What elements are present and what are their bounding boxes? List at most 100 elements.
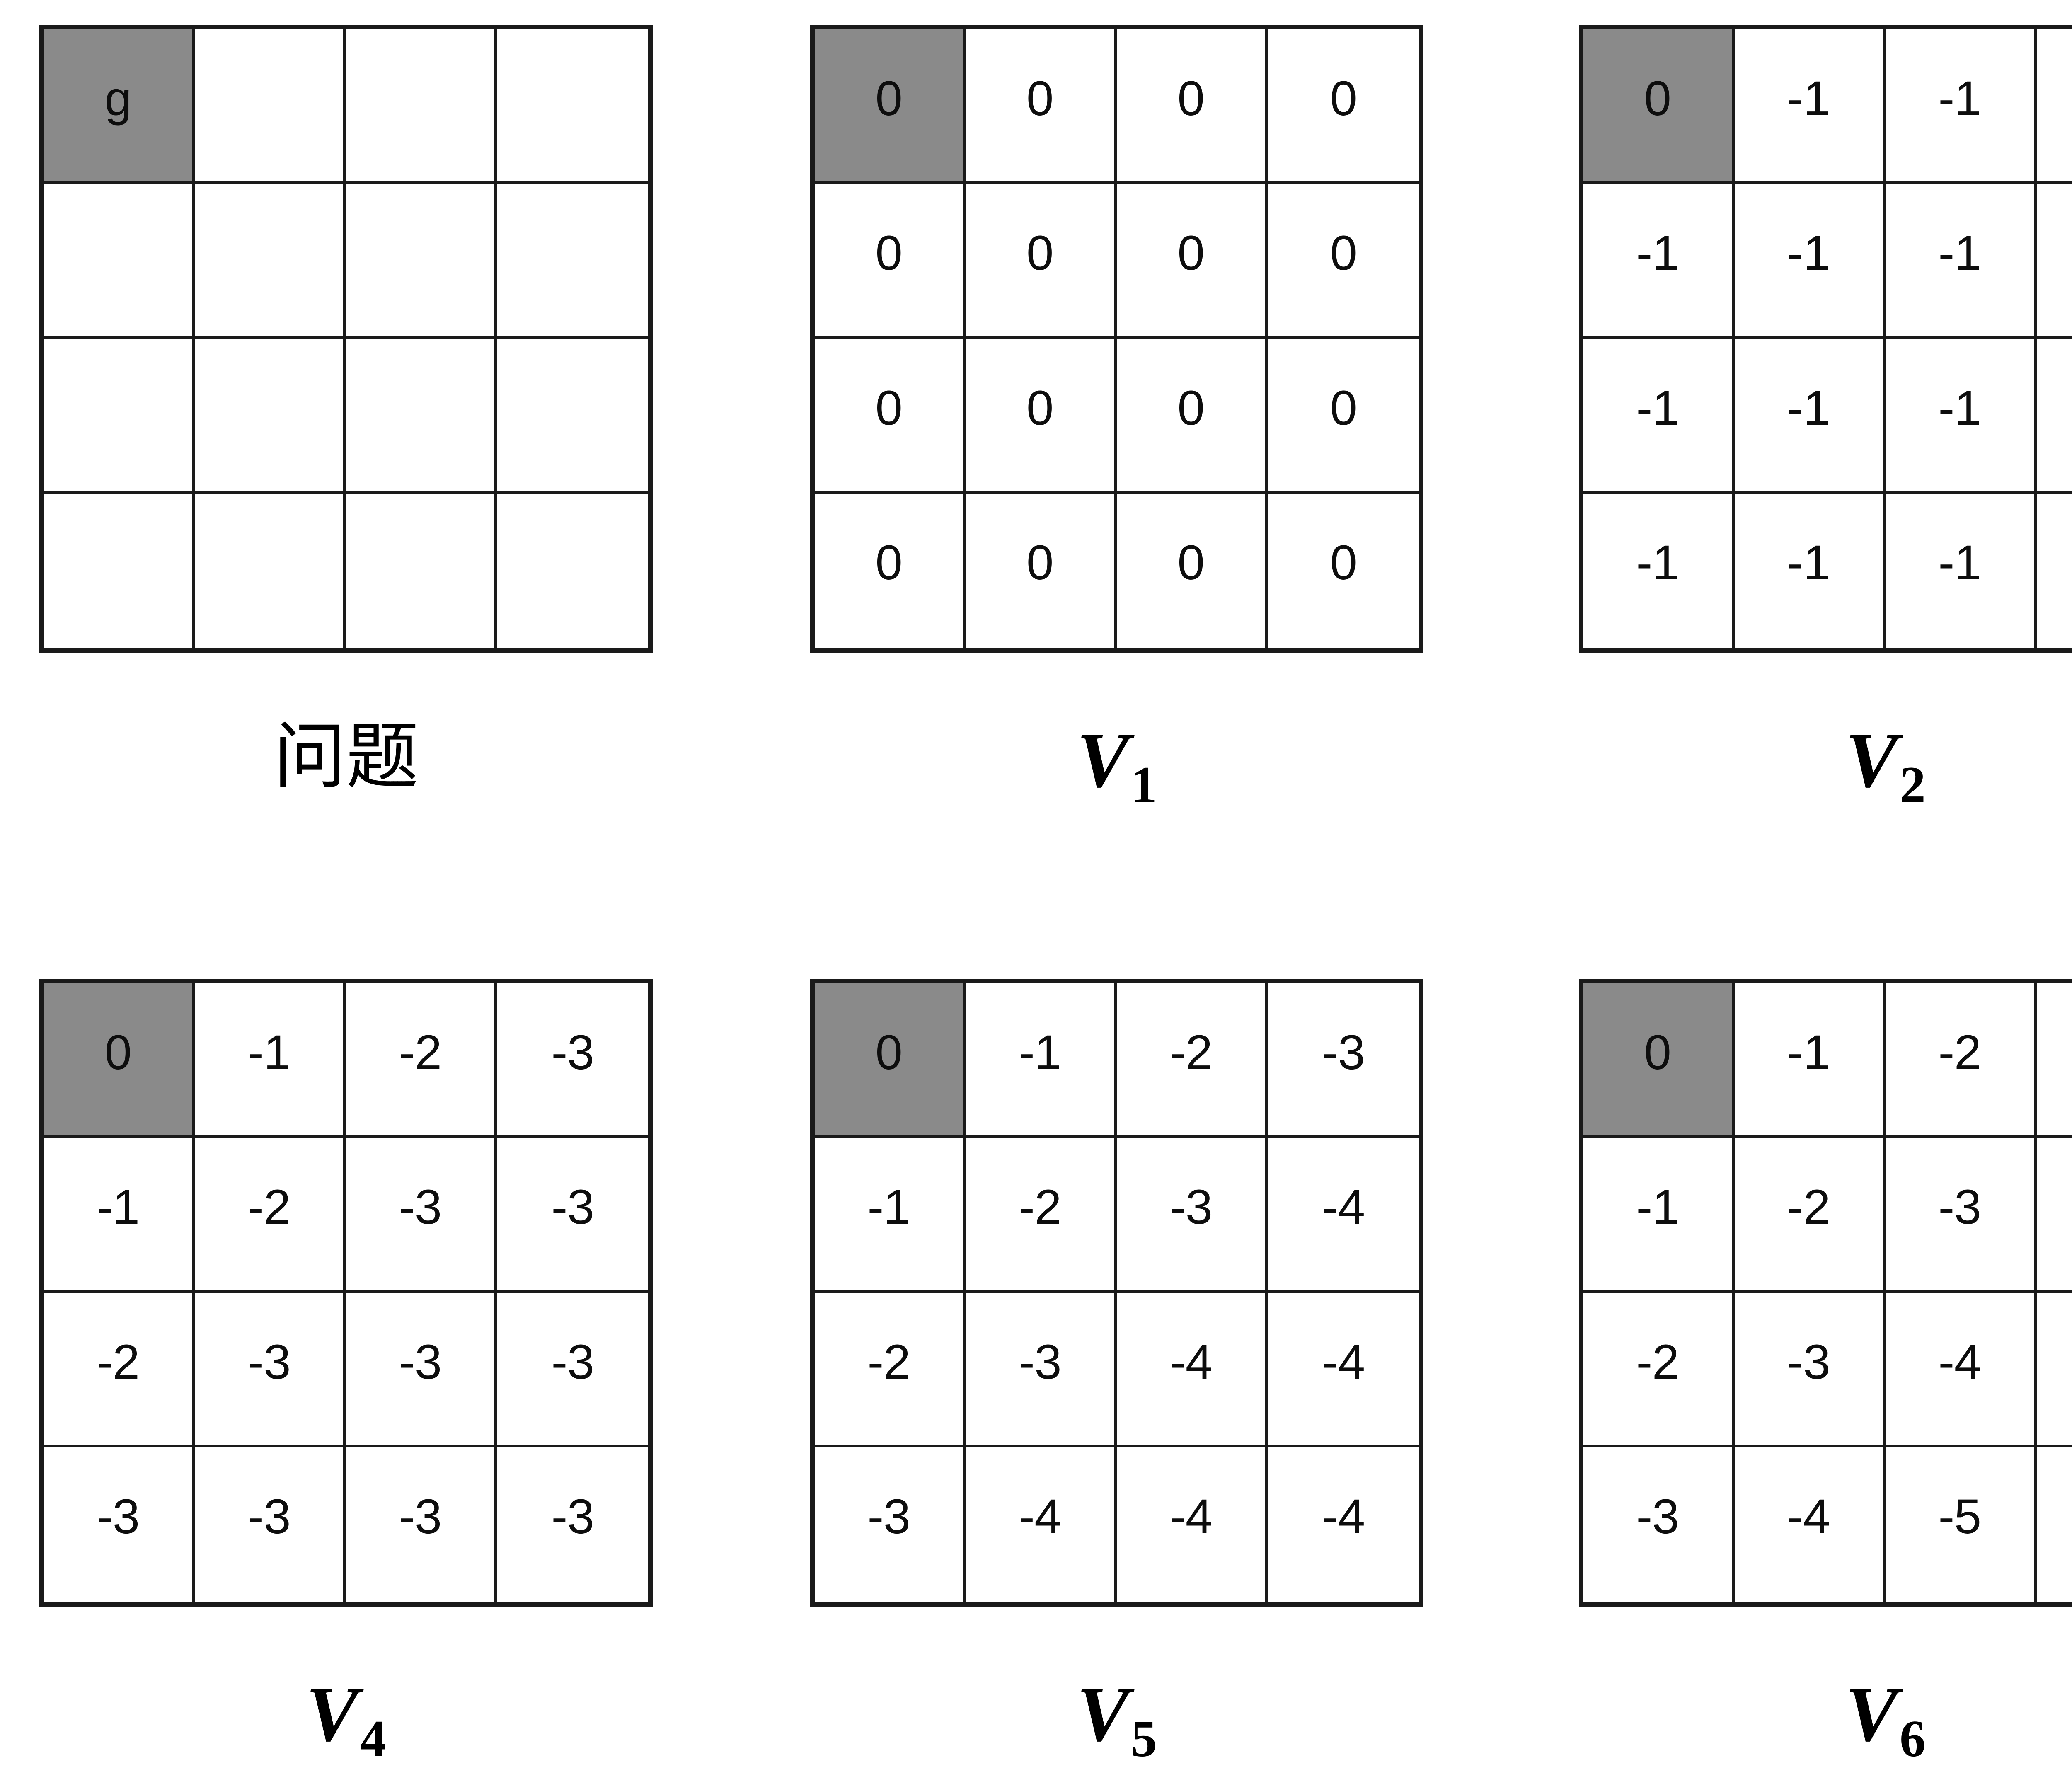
grid-cell: 0 (1268, 29, 1419, 184)
grid-cell: -1 (1886, 184, 2037, 339)
grid-panel-v4: 0-1-2-3-1-2-3-3-2-3-3-3-3-3-3-3 (39, 979, 653, 1607)
grid-cell (346, 493, 497, 648)
grid-cell: -1 (1886, 29, 2037, 184)
grid-cell: -1 (2036, 339, 2072, 494)
grid-cell: 0 (966, 29, 1117, 184)
grid-cell (195, 29, 346, 184)
grid-cell: -1 (195, 983, 346, 1138)
grid-cell: -4 (1268, 1447, 1419, 1602)
grid-cell (497, 184, 648, 339)
grid-cell: -5 (1886, 1447, 2037, 1602)
grid-cell (346, 29, 497, 184)
grid-cell: -1 (1734, 184, 1886, 339)
grid-cell: -4 (2036, 1138, 2072, 1293)
grid-cell: 0 (815, 184, 966, 339)
grid-cell (195, 339, 346, 494)
grid-cell: -1 (1886, 339, 2037, 494)
grid-cell: -1 (44, 1138, 195, 1293)
grid-cell: -3 (346, 1447, 497, 1602)
grid-cell: -2 (195, 1138, 346, 1293)
value-grid-v5: 0-1-2-3-1-2-3-4-2-3-4-4-3-4-4-4 (810, 979, 1423, 1607)
grid-cell: -4 (966, 1447, 1117, 1602)
grid-cell: 0 (1268, 339, 1419, 494)
grid-cell: -1 (2036, 184, 2072, 339)
caption-symbol: V (1845, 1671, 1898, 1758)
grid-cell: -3 (497, 1447, 648, 1602)
grid-cell: -3 (346, 1292, 497, 1447)
grid-cell: -4 (1268, 1292, 1419, 1447)
value-grid-v2: 0-1-1-1-1-1-1-1-1-1-1-1-1-1-1-1 (1579, 25, 2072, 653)
grid-cell: -2 (1886, 983, 2037, 1138)
grid-cell (44, 339, 195, 494)
grid-cell: 0 (966, 184, 1117, 339)
grid-cell: 0 (815, 493, 966, 648)
grid-panel-v2: 0-1-1-1-1-1-1-1-1-1-1-1-1-1-1-1 (1579, 25, 2072, 653)
grid-cell-goal: 0 (815, 983, 966, 1138)
grid-cell: -3 (195, 1447, 346, 1602)
grid-panel-problem: g (39, 25, 653, 653)
grid-panel-v6: 0-1-2-3-1-2-3-4-2-3-4-5-3-4-5-5 (1579, 979, 2072, 1607)
grid-cell: -2 (1734, 1138, 1886, 1293)
value-grid-v4: 0-1-2-3-1-2-3-3-2-3-3-3-3-3-3-3 (39, 979, 653, 1607)
grid-cell: 0 (1117, 184, 1268, 339)
panel-caption-v2: V2 (1579, 721, 2072, 811)
grid-cell (346, 339, 497, 494)
grid-cell: -1 (1583, 1138, 1735, 1293)
grid-cell: -4 (1268, 1138, 1419, 1293)
grid-cell: -2 (346, 983, 497, 1138)
grid-cell (497, 493, 648, 648)
grid-cell: -1 (1583, 339, 1735, 494)
caption-symbol: V (306, 1671, 358, 1758)
grid-cell: -3 (1734, 1292, 1886, 1447)
grid-cell: -4 (1117, 1447, 1268, 1602)
grid-cell: -1 (1583, 184, 1735, 339)
grid-cell: -3 (1268, 983, 1419, 1138)
grid-cell: -3 (1583, 1447, 1735, 1602)
caption-subscript: 2 (1899, 756, 1926, 814)
grid-cell: 0 (1268, 493, 1419, 648)
grid-cell (497, 29, 648, 184)
grid-cell: 0 (1268, 184, 1419, 339)
caption-subscript: 5 (1130, 1710, 1157, 1768)
panel-caption-v6: V6 (1579, 1675, 2072, 1765)
grid-cell: -1 (1583, 493, 1735, 648)
grid-cell: -4 (1734, 1447, 1886, 1602)
caption-symbol: V (1077, 1671, 1129, 1758)
caption-text: 问题 (274, 717, 419, 797)
grid-cell: -1 (2036, 29, 2072, 184)
grid-cell: -3 (195, 1292, 346, 1447)
panel-caption-v1: V1 (810, 721, 1423, 811)
grid-cell-goal: 0 (44, 983, 195, 1138)
grid-cell: -1 (1734, 339, 1886, 494)
grid-cell: -1 (815, 1138, 966, 1293)
grid-cell: -1 (2036, 493, 2072, 648)
grid-cell: -3 (497, 983, 648, 1138)
grid-cell: -4 (1117, 1292, 1268, 1447)
grid-cell: -3 (497, 1138, 648, 1293)
grid-cell: -3 (1117, 1138, 1268, 1293)
caption-subscript: 4 (360, 1710, 386, 1768)
grid-cell: -3 (815, 1447, 966, 1602)
grid-cell: -2 (1583, 1292, 1735, 1447)
caption-subscript: 1 (1130, 756, 1157, 814)
panel-caption-v5: V5 (810, 1675, 1423, 1765)
grid-cell: -2 (966, 1138, 1117, 1293)
grid-cell: 0 (1117, 29, 1268, 184)
grid-cell (44, 493, 195, 648)
grid-cell (346, 184, 497, 339)
caption-subscript: 6 (1899, 1710, 1926, 1768)
grid-cell: -3 (966, 1292, 1117, 1447)
grid-cell: -4 (1886, 1292, 2037, 1447)
grid-cell-goal: g (44, 29, 195, 184)
grid-cell: 0 (1117, 493, 1268, 648)
panel-caption-v4: V4 (39, 1675, 653, 1765)
grid-cell-goal: 0 (815, 29, 966, 184)
grid-cell: 0 (966, 339, 1117, 494)
grid-cell: 0 (815, 339, 966, 494)
caption-symbol: V (1845, 717, 1898, 804)
grid-cell: -3 (44, 1447, 195, 1602)
value-grid-problem: g (39, 25, 653, 653)
grid-cell: -5 (2036, 1292, 2072, 1447)
